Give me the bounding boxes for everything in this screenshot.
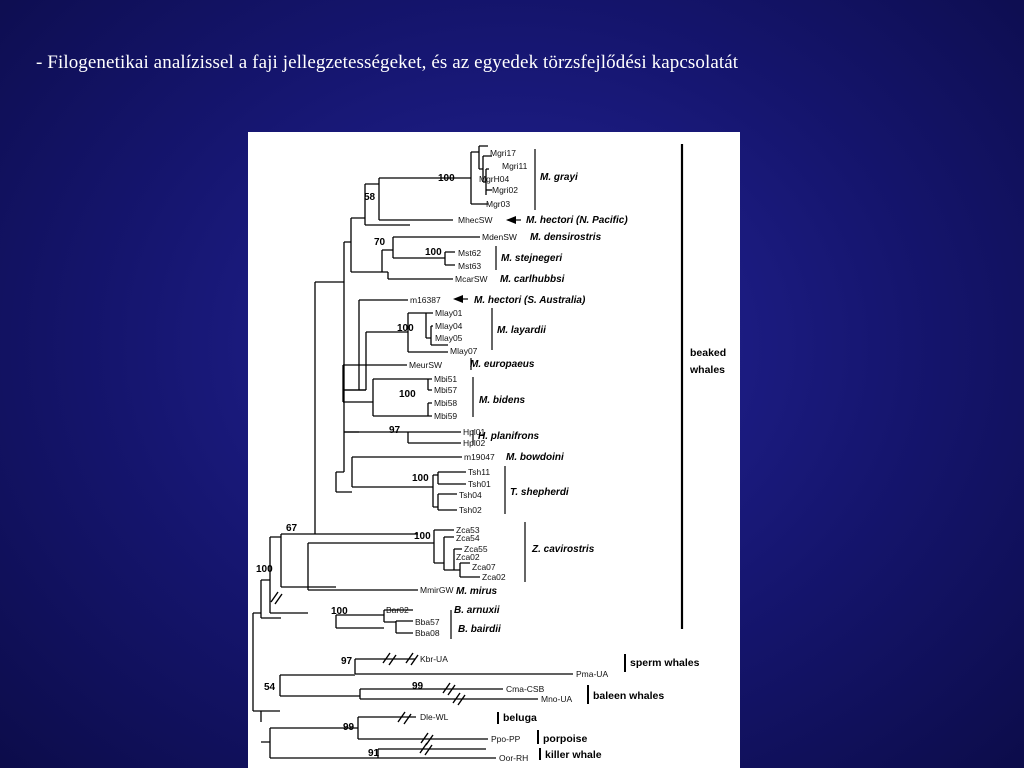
leaf-label: Ppo-PP [491,734,521,744]
leaf-label: McarSW [455,274,488,284]
bootstrap-value: 70 [374,237,386,248]
bootstrap-value: 100 [438,173,455,184]
species-label: M. layardii [497,325,546,336]
group-label-porpoise: porpoise [543,733,587,745]
group-label-killer-whale: killer whale [545,749,602,761]
leaf-label: Mgr03 [486,199,510,209]
leaf-label: Tsh11 [468,467,490,477]
bootstrap-value: 99 [412,681,424,692]
species-label: M. mirus [456,586,498,597]
leaf-label: Oor-RH [499,753,528,763]
leaf-label: Mno-UA [541,694,573,704]
bootstrap-value: 91 [368,748,380,759]
species-label: Z. cavirostris [531,544,595,555]
leaf-label: Pma-UA [576,669,608,679]
leaf-label: MmirGW [420,585,454,595]
leaf-label: Zca53 [456,525,480,535]
group-label-sperm-whales: sperm whales [630,657,700,669]
tree-branches [252,145,573,759]
leaf-label: Mgri02 [492,185,518,195]
bootstrap-value: 100 [412,473,429,484]
arrow-icons [453,216,521,303]
bootstrap-value: 100 [399,389,416,400]
species-label: B. bairdii [458,624,501,635]
leaf-label: Tsh02 [459,505,482,515]
species-brackets [450,144,684,760]
leaf-label: Mlay05 [435,333,463,343]
leaf-label: Bba08 [415,628,440,638]
leaf-label: Zca02 [456,552,480,562]
bootstrap-value: 100 [256,564,273,575]
species-label: M. bowdoini [506,452,564,463]
bootstrap-value: 100 [397,323,414,334]
species-label: M. bidens [479,395,526,406]
species-label: M. stejnegeri [501,253,562,264]
phylogenetic-tree-figure: Mgri17 Mgri11 MgrH04 Mgri02 Mgr03 MhecSW… [248,132,740,768]
slide-title: - Filogenetikai analízissel a faji jelle… [36,52,739,73]
group-label-beaked: beaked [690,347,726,359]
bootstrap-value: 58 [364,192,376,203]
leaf-label: Zca55 [464,544,488,554]
leaf-labels: Mgri17 Mgri11 MgrH04 Mgri02 Mgr03 MhecSW… [386,148,608,763]
species-label: M. grayi [540,172,578,183]
arrow-left-icon [453,295,463,303]
species-label: M. europaeus [470,359,535,370]
bootstrap-value: 97 [389,425,401,436]
bootstrap-value: 54 [264,682,276,693]
group-label-baleen-whales: baleen whales [593,690,664,702]
leaf-label: Mst62 [458,248,481,258]
leaf-label: m16387 [410,295,441,305]
leaf-label: Mbi51 [434,374,457,384]
branch-break-marks [270,591,466,756]
leaf-label: Mgri11 [502,161,528,171]
leaf-label: Kbr-UA [420,654,448,664]
leaf-label: MhecSW [458,215,492,225]
species-label: H. planifrons [478,431,540,442]
bootstrap-value: 100 [331,606,348,617]
species-label: M. densirostris [530,232,602,243]
bootstrap-values: 100 58 70 100 100 100 97 100 100 67 100 … [256,173,455,759]
leaf-label: Mlay04 [435,321,463,331]
bootstrap-value: 100 [414,531,431,542]
species-label: M. hectori (N. Pacific) [526,215,628,226]
bootstrap-value: 67 [286,523,298,534]
leaf-label: Dle-WL [420,712,449,722]
leaf-label: Hpl02 [463,438,485,448]
leaf-label: Mlay01 [435,308,463,318]
bootstrap-value: 100 [425,247,442,258]
leaf-label: MdenSW [482,232,517,242]
leaf-label: Mgri17 [490,148,516,158]
leaf-label: Bba57 [415,617,440,627]
group-label-beluga: beluga [503,712,537,724]
leaf-label: Mbi59 [434,411,457,421]
leaf-label: Mbi57 [434,385,457,395]
species-labels: M. grayi M. hectori (N. Pacific) M. dens… [454,172,628,635]
leaf-label: Zca02 [482,572,506,582]
leaf-label: m19047 [464,452,495,462]
species-label: M. hectori (S. Australia) [474,295,586,306]
leaf-label: Tsh04 [459,490,482,500]
leaf-label: Zca54 [456,533,480,543]
species-label: B. arnuxii [454,605,500,616]
leaf-label: Bar02 [386,605,409,615]
leaf-label: MeurSW [409,360,442,370]
bootstrap-value: 97 [341,656,353,667]
leaf-label: Hpl01 [463,427,485,437]
leaf-label: Tsh01 [468,479,491,489]
leaf-label: Mbi58 [434,398,457,408]
leaf-label: Zca07 [472,562,496,572]
group-labels: beaked whales sperm whales baleen whales… [503,347,726,761]
leaf-label: Cma-CSB [506,684,545,694]
leaf-label: Mlay07 [450,346,478,356]
bootstrap-value: 99 [343,722,355,733]
arrow-left-icon [506,216,516,224]
group-label-whales: whales [689,364,725,376]
species-label: T. shepherdi [510,487,569,498]
leaf-label: Mst63 [458,261,481,271]
species-label: M. carlhubbsi [500,274,565,285]
leaf-label: MgrH04 [479,174,510,184]
